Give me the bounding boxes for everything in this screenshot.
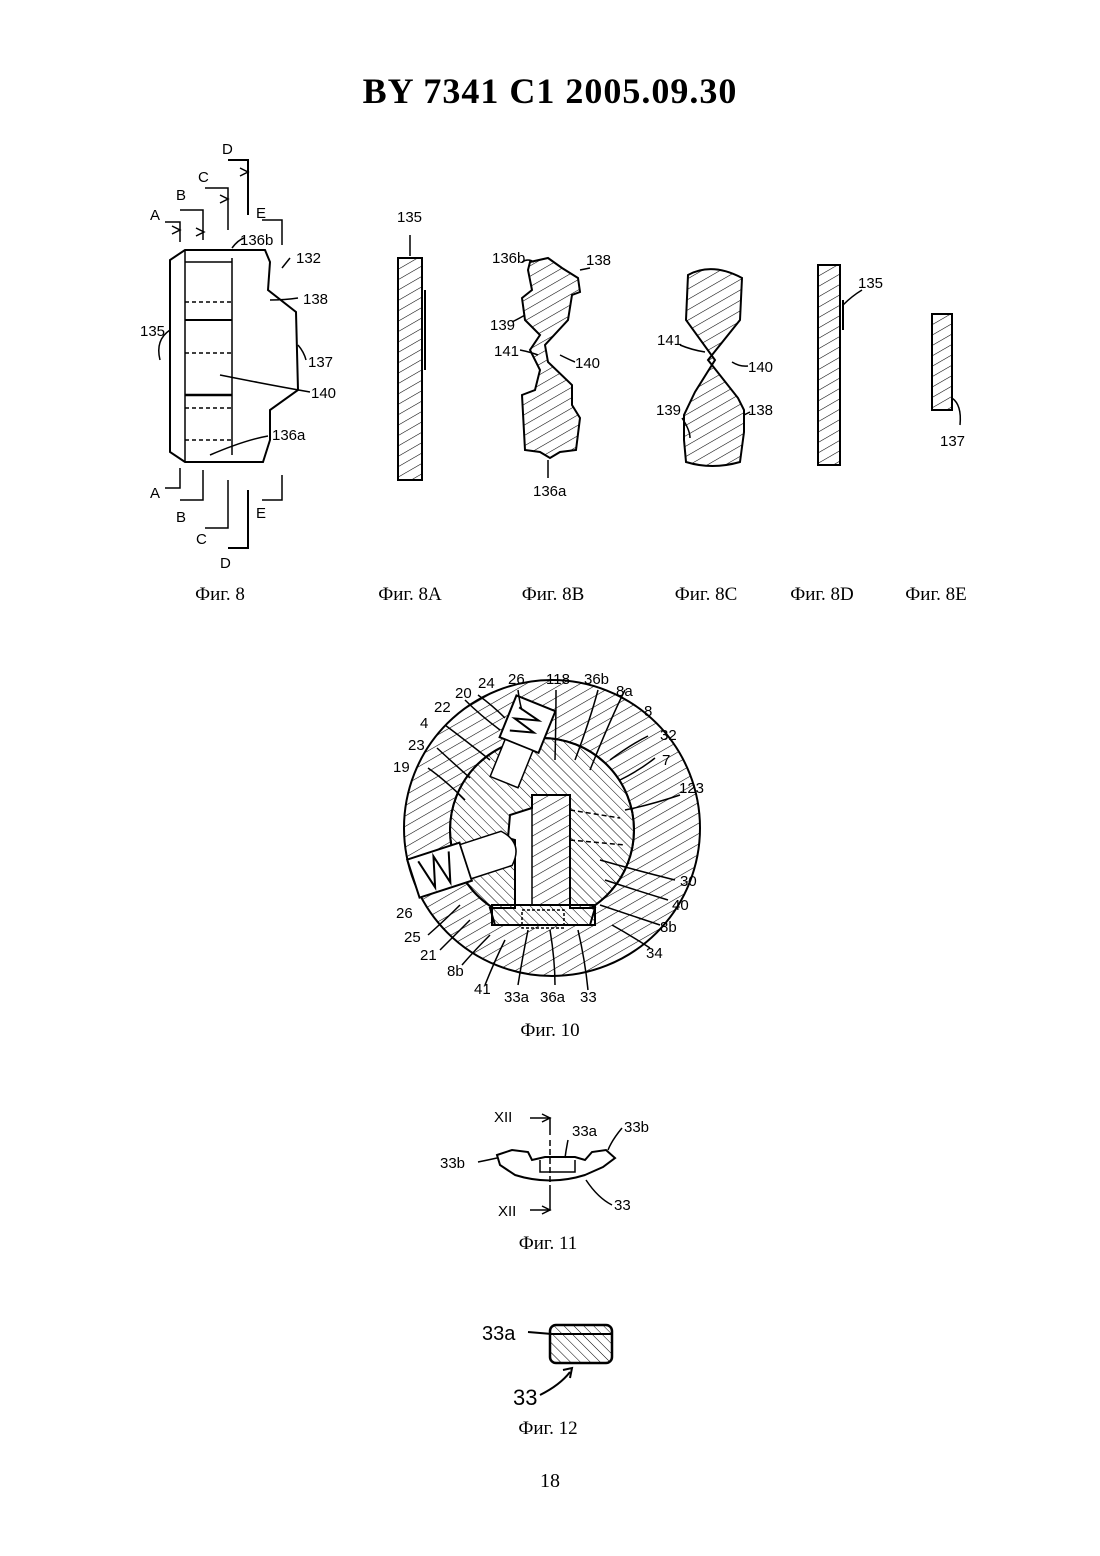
fig11-label-33b-left: 33b: [440, 1155, 465, 1172]
fig10-label-8b-right: 8b: [660, 919, 677, 936]
caption-fig8: Фиг. 8: [150, 584, 290, 606]
fig11-label-xii-top: XII: [494, 1109, 512, 1126]
fig10-label-7: 7: [662, 752, 670, 769]
fig10-label-40: 40: [672, 897, 689, 914]
fig8b-label-138: 138: [586, 252, 611, 269]
fig8d-label-135: 135: [858, 275, 883, 292]
fig8e-drawing: [932, 314, 960, 425]
fig10-label-30: 30: [680, 873, 697, 890]
fig12-label-33: 33: [513, 1385, 537, 1410]
fig12-label-33a: 33a: [482, 1323, 516, 1345]
fig8a-label-135: 135: [397, 209, 422, 226]
fig10-drawing: [404, 680, 700, 990]
fig10-label-22: 22: [434, 699, 451, 716]
fig11-label-xii-bottom: XII: [498, 1203, 516, 1220]
caption-fig10: Фиг. 10: [480, 1020, 620, 1042]
fig8-section-b-bottom: B: [176, 509, 186, 526]
caption-fig12: Фиг. 12: [478, 1418, 618, 1440]
fig10-label-24: 24: [478, 675, 495, 692]
fig11-drawing: [478, 1114, 622, 1214]
fig10-label-33: 33: [580, 989, 597, 1006]
fig10-label-23: 23: [408, 737, 425, 754]
fig8-section-c-bottom: C: [196, 531, 207, 548]
fig10-label-21: 21: [420, 947, 437, 964]
fig10-label-4: 4: [420, 715, 428, 732]
fig10-label-26-top: 26: [508, 671, 525, 688]
fig10-label-20: 20: [455, 685, 472, 702]
fig8-label-136a: 136a: [272, 427, 306, 444]
fig8-section-d-bottom: D: [220, 555, 231, 572]
fig8-drawing: [159, 160, 310, 548]
fig8-label-135: 135: [140, 323, 165, 340]
fig10-label-19: 19: [393, 759, 410, 776]
caption-fig8a: Фиг. 8A: [340, 584, 480, 606]
fig8c-label-138: 138: [748, 402, 773, 419]
fig8-section-a-top: A: [150, 207, 160, 224]
fig10-label-41: 41: [474, 981, 491, 998]
fig10-label-118: 118: [546, 671, 570, 688]
caption-fig8b: Фиг. 8B: [483, 584, 623, 606]
fig10-label-32: 32: [660, 727, 677, 744]
fig12-drawing: [528, 1325, 612, 1395]
fig10-label-26-left: 26: [396, 905, 413, 922]
fig8-label-140: 140: [311, 385, 336, 402]
fig8c-label-141: 141: [657, 332, 682, 349]
fig11-label-33: 33: [614, 1197, 631, 1214]
fig8-label-137: 137: [308, 354, 333, 371]
fig10-label-8: 8: [644, 703, 652, 720]
fig8b-label-139: 139: [490, 317, 515, 334]
fig8c-label-139: 139: [656, 402, 681, 419]
caption-fig8e: Фиг. 8E: [866, 584, 1006, 606]
fig10-label-33a: 33a: [504, 989, 530, 1006]
fig8-section-e-top: E: [256, 205, 266, 222]
fig10-label-8b-left: 8b: [447, 963, 464, 980]
fig10-label-36a: 36a: [540, 989, 566, 1006]
fig8d-drawing: [818, 265, 862, 465]
fig8-section-e-bottom: E: [256, 505, 266, 522]
fig8b-label-136a: 136a: [533, 483, 567, 500]
fig11-label-33a: 33a: [572, 1123, 598, 1140]
fig8e-label-137: 137: [940, 433, 965, 450]
fig8-section-b-top: B: [176, 187, 186, 204]
fig8-section-a-bottom: A: [150, 485, 160, 502]
fig8b-label-141: 141: [494, 343, 519, 360]
fig8a-drawing: [398, 235, 425, 480]
caption-fig11: Фиг. 11: [478, 1233, 618, 1255]
fig10-label-36b: 36b: [584, 671, 609, 688]
page-number: 18: [0, 1470, 1100, 1493]
fig8-label-132: 132: [296, 250, 321, 267]
fig8c-drawing: [680, 269, 750, 466]
fig8c-label-140: 140: [748, 359, 773, 376]
fig10-label-25: 25: [404, 929, 421, 946]
fig8-label-138: 138: [303, 291, 328, 308]
fig8b-label-140: 140: [575, 355, 600, 372]
fig8b-label-136b: 136b: [492, 250, 525, 267]
fig8-section-c-top: C: [198, 169, 209, 186]
fig11-label-33b-right: 33b: [624, 1119, 649, 1136]
fig10-label-34: 34: [646, 945, 663, 962]
fig10-label-8a: 8a: [616, 683, 633, 700]
fig10-label-123: 123: [679, 780, 704, 797]
fig8-label-136b: 136b: [240, 232, 273, 249]
fig8-section-d-top: D: [222, 141, 233, 158]
